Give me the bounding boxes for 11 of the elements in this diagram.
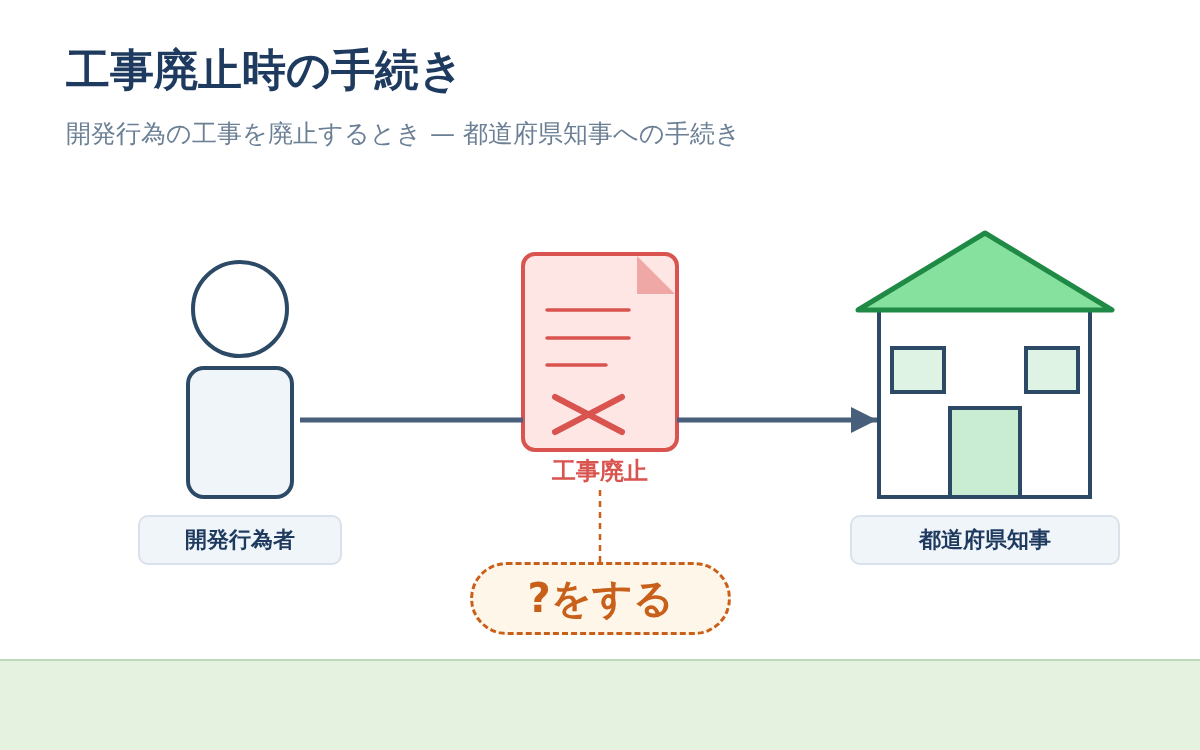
role-label: 都道府県知事 [850, 515, 1120, 565]
connector-line [300, 417, 523, 423]
person-figure [186, 259, 294, 499]
title: 工事廃止時の手続き [66, 44, 464, 97]
house-illustration [855, 229, 1115, 500]
arrow [677, 407, 877, 433]
leader-line [598, 490, 602, 562]
role-label: 開発行為者 [138, 515, 342, 565]
callout-label: ?をする [470, 562, 731, 635]
document-caption: 工事廃止 [551, 456, 649, 487]
subtitle: 開発行為の工事を廃止するとき — 都道府県知事への手続き [66, 118, 741, 150]
